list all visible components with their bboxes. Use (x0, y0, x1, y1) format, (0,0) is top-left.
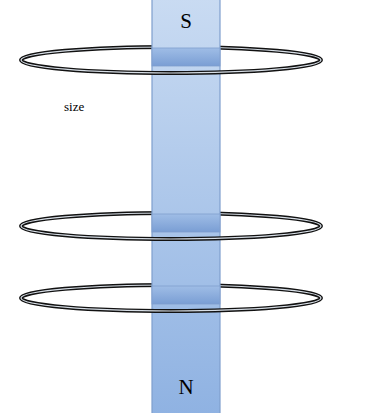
ring-band (152, 48, 220, 304)
annotation-text: size (64, 100, 84, 114)
ring-front (21, 60, 321, 311)
pole-label: N (152, 376, 220, 399)
magnet-bar (152, 0, 220, 413)
pole-label: S (152, 10, 220, 33)
bar-magnet: SN (152, 0, 220, 413)
